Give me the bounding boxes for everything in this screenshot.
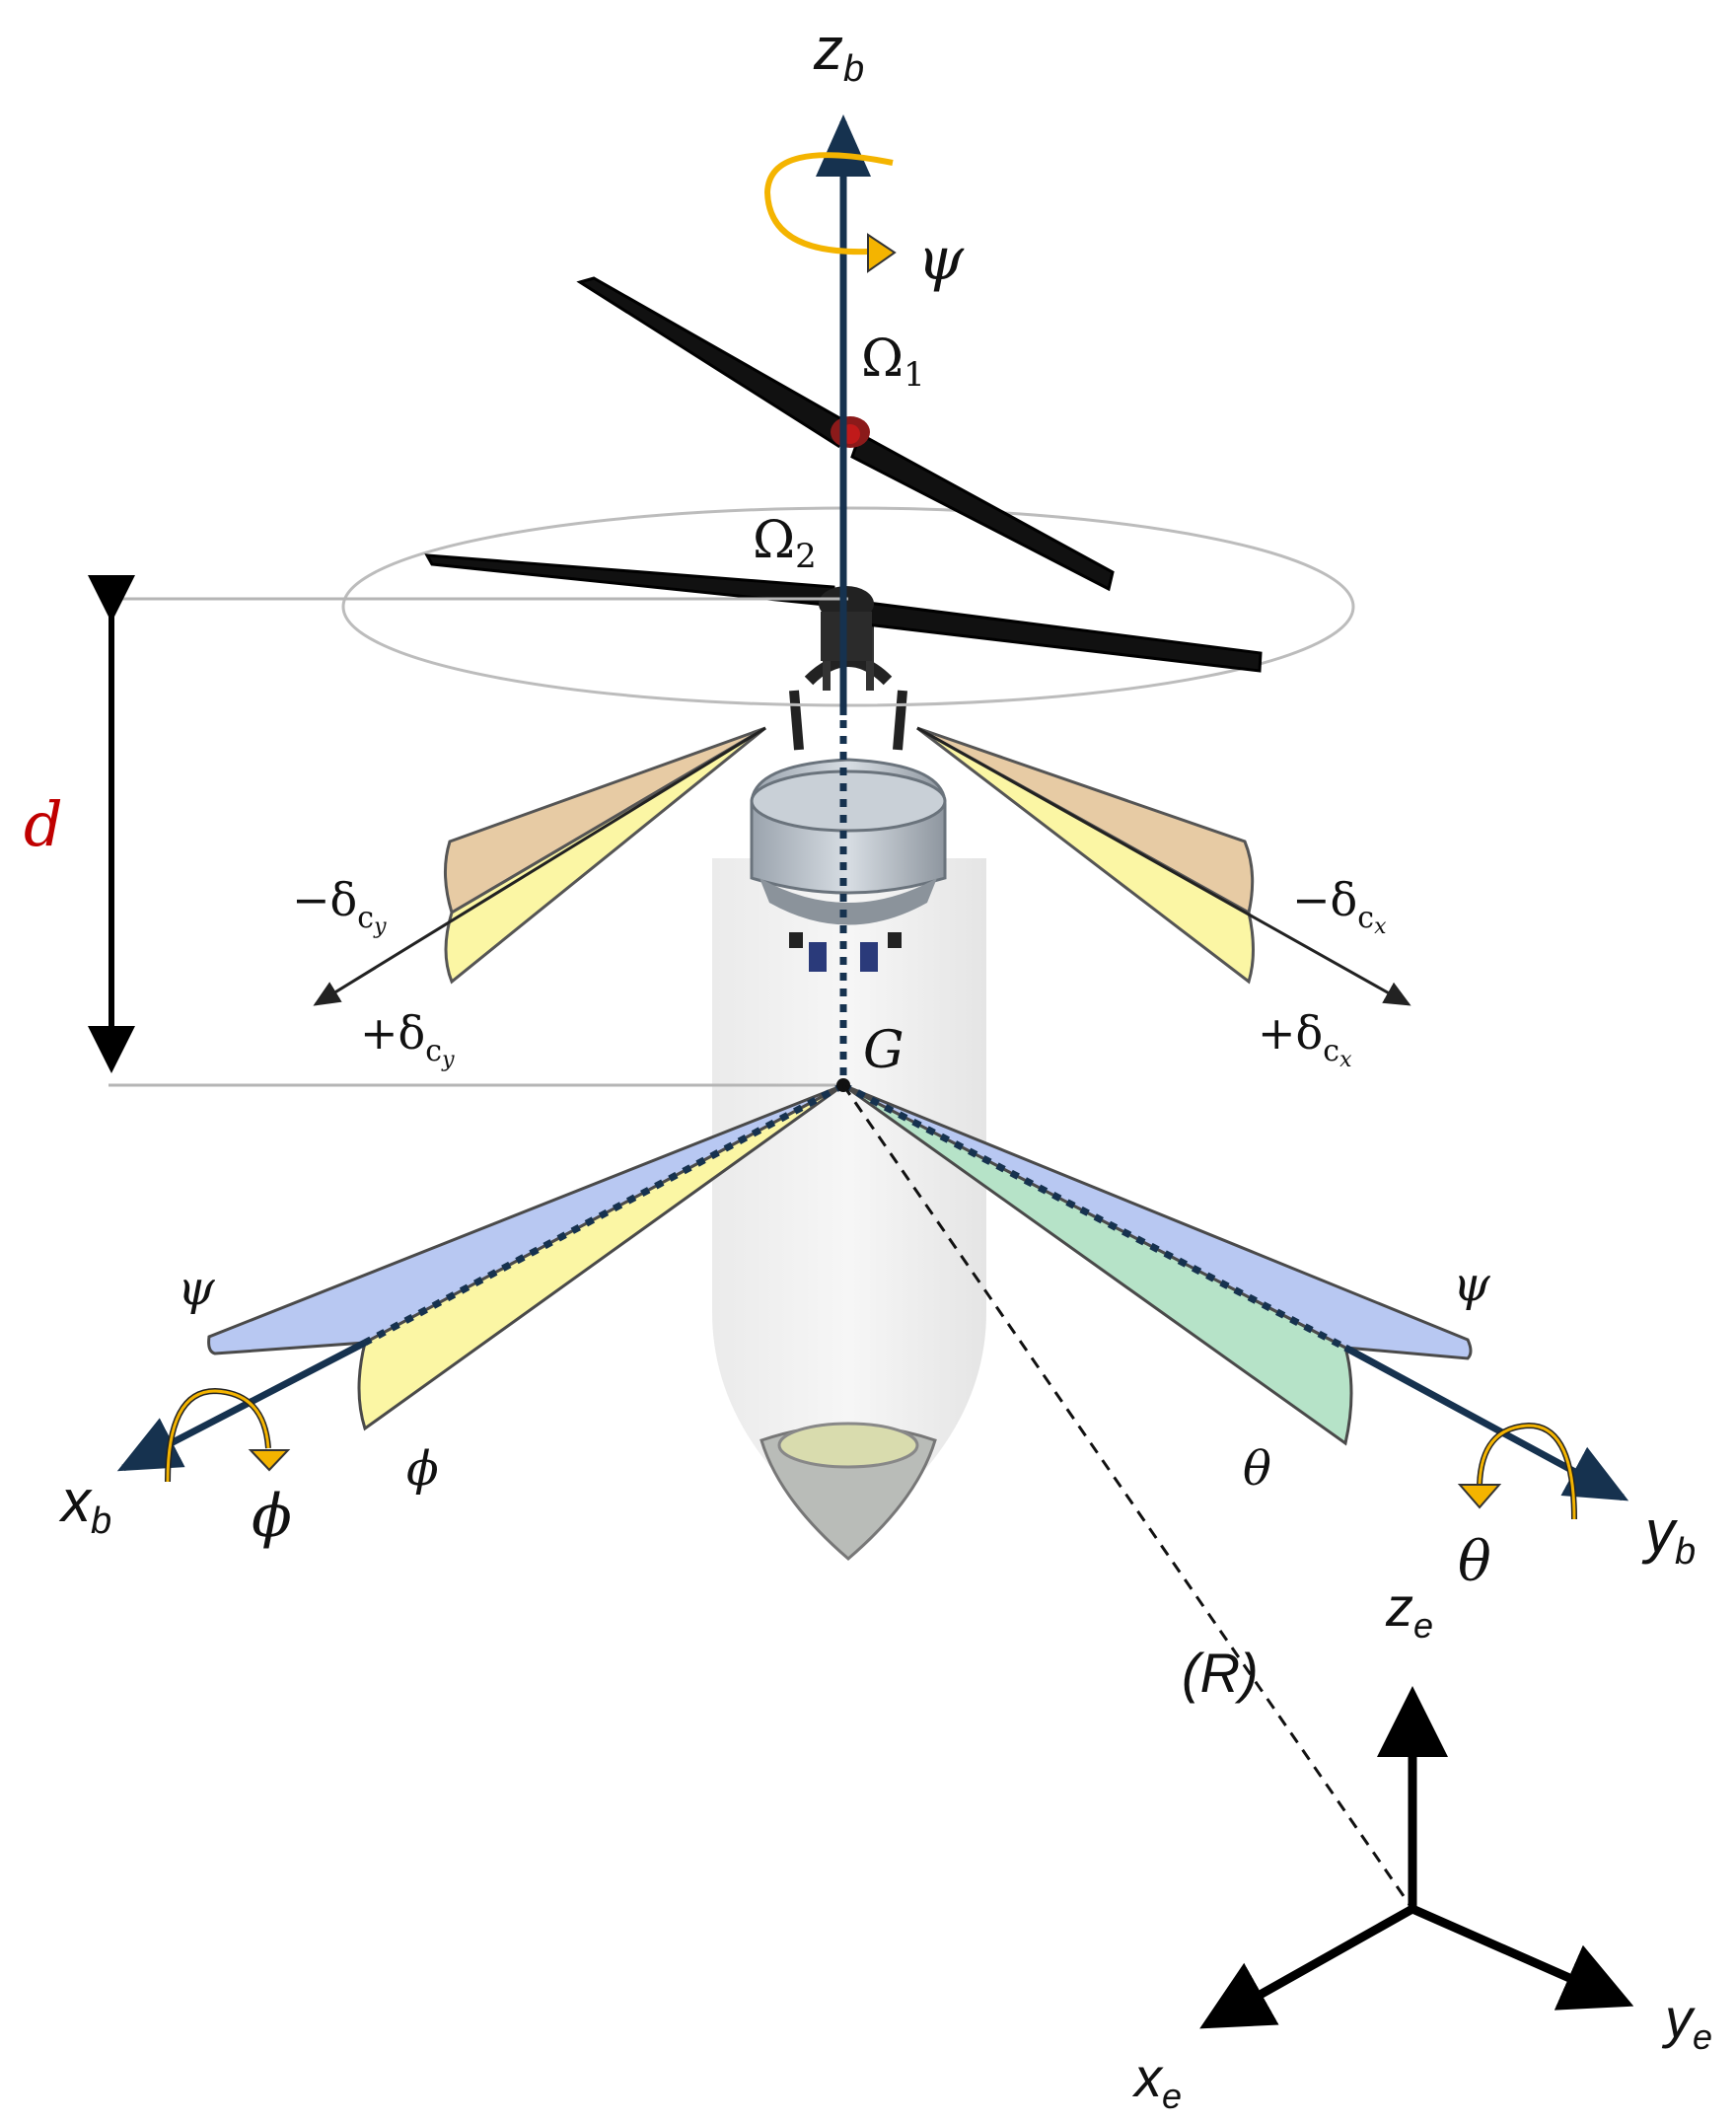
phi-wedge-label: ϕ [406,1441,439,1497]
plus-delta-cy-label: +δcy [360,1006,455,1072]
curved-arrow-icon [763,152,894,256]
yaw-rotation-arrow [763,152,897,273]
r-vector [841,1084,1414,1910]
upper-rotor-blade-left [576,276,853,449]
pitch-rotation-arrow [1457,1422,1577,1520]
omega1-label: Ω1 [861,329,925,395]
right-deflection-wedges [916,726,1411,1006]
z-b-label: zb [813,16,864,90]
psi-wedge-left [207,1083,844,1355]
lower-rotor-blade-right [856,600,1263,673]
psi-right-label: ψ [1453,1257,1491,1312]
roll-rotation-arrow [165,1387,291,1483]
r-label: (R) [1182,1642,1259,1704]
minus-delta-cx-label: −δcx [1292,873,1387,939]
psi-left-label: ψ [178,1261,216,1316]
z-e-label: ze [1385,1575,1433,1646]
d-label: d [24,788,63,860]
d-dimension [88,575,848,1087]
psi-rotation-label: ψ [917,225,965,294]
labels: zb ψ Ω1 Ω2 d −δcy +δcy −δcx +δcx G ψ ψ ϕ… [24,16,1712,2116]
theta-rotation-label: θ [1458,1530,1491,1594]
motor-hub [750,612,947,972]
minus-delta-cy-label: −δcy [292,873,387,939]
plus-delta-cx-label: +δcx [1258,1006,1352,1072]
wedge-plus-delta-cy [444,726,766,985]
y-b-axis [1343,1344,1629,1501]
x-e-axis [1199,1905,1415,2029]
attitude-wedges [207,1083,1473,1446]
upper-rotor-blade-right [850,431,1115,592]
psi-wedge-right [842,1083,1473,1360]
y-e-label: ye [1661,1987,1712,2057]
y-b-label: yb [1641,1499,1696,1573]
x-b-axis [116,1339,367,1472]
y-e-axis [1410,1904,1634,2011]
body-capsule [712,858,986,1539]
drone-body [712,858,986,1561]
theta-wedge-label: θ [1243,1441,1271,1497]
rotor-disc [341,506,1355,707]
g-label: G [863,1021,904,1080]
x-b-label: xb [58,1468,111,1542]
nose-cone [760,1422,937,1561]
omega2-label: Ω2 [753,511,817,576]
x-b-dotted [363,1081,845,1347]
phi-rotation-label: ϕ [252,1482,292,1551]
lower-rotor [424,553,1263,673]
left-deflection-wedges [313,726,766,1006]
earth-frame [1199,1686,1634,2029]
x-e-label: xe [1131,2046,1182,2116]
